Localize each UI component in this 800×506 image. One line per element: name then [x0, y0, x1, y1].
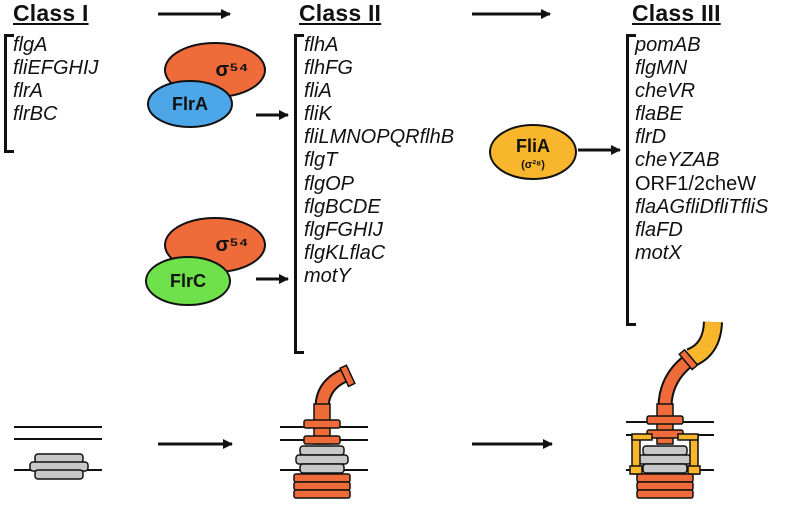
gene-item: cheYZAB — [635, 149, 720, 172]
gene-item: fliLMNOPQRflhB — [304, 126, 455, 149]
flia-sigma-label: (σ²⁸) — [521, 159, 545, 171]
gene-item: flgOP — [304, 172, 355, 195]
gene-item: motX — [635, 241, 682, 264]
gene-item: flgMN — [635, 57, 688, 80]
class-2-bracket — [294, 34, 304, 354]
class-2-gene-list: flhA flhFG fliA fliK fliLMNOPQRflhB flgT… — [304, 34, 454, 288]
flra-label: FlrA — [172, 94, 208, 114]
flia-label: FliA — [516, 136, 550, 156]
sigma54-label-a: σ⁵⁴ — [216, 59, 249, 81]
gene-item: pomAB — [635, 34, 701, 56]
gene-item: fliEFGHIJ — [13, 57, 99, 80]
gene-item: flgBCDE — [304, 195, 381, 218]
gene-item: flgFGHIJ — [304, 218, 383, 241]
gene-item: fliA — [304, 80, 332, 103]
gene-item: flaBE — [635, 103, 683, 126]
class-1-bracket — [4, 34, 14, 153]
gene-item: flgA — [13, 34, 48, 56]
flrc-ellipse — [145, 256, 231, 306]
gene-item: flrBC — [13, 103, 58, 126]
gene-item: fliK — [304, 103, 332, 126]
gene-item: motY — [304, 264, 351, 287]
flra-complex: σ⁵⁴ FlrA — [147, 42, 266, 128]
class2-hook-basal-body — [280, 364, 368, 499]
class-2-title: Class II — [299, 0, 382, 26]
gene-item: flaFD — [635, 218, 683, 241]
flrc-complex: σ⁵⁴ FlrC — [145, 217, 266, 306]
class-3-gene-list: pomAB flgMN cheVR flaBE flrD cheYZAB ORF… — [635, 34, 768, 265]
flia-ellipse — [489, 124, 577, 180]
gene-item: flgKLflaC — [304, 241, 386, 264]
sigma54-label-c: σ⁵⁴ — [216, 234, 249, 256]
gene-item: flgT — [304, 149, 338, 172]
gene-item: flhA — [304, 34, 339, 56]
class-3-bracket — [626, 34, 636, 326]
class-1-title: Class I — [13, 0, 89, 26]
flia-complex: FliA (σ²⁸) — [489, 124, 577, 180]
gene-item: flaAGfliDfliTfliS — [635, 195, 769, 218]
gene-item: flrD — [635, 126, 667, 149]
class3-full-flagellum — [626, 321, 723, 499]
gene-item: ORF1/2cheW — [635, 172, 757, 195]
flra-ellipse — [147, 80, 233, 128]
flrc-label: FlrC — [170, 271, 206, 291]
class-1-gene-list: flgA fliEFGHIJ flrA flrBC — [13, 34, 99, 126]
class-3-title: Class III — [632, 0, 721, 26]
gene-item: cheVR — [635, 80, 696, 103]
gene-item: flhFG — [304, 57, 353, 80]
gene-item: flrA — [13, 80, 43, 103]
class1-basal-structure — [14, 426, 102, 480]
